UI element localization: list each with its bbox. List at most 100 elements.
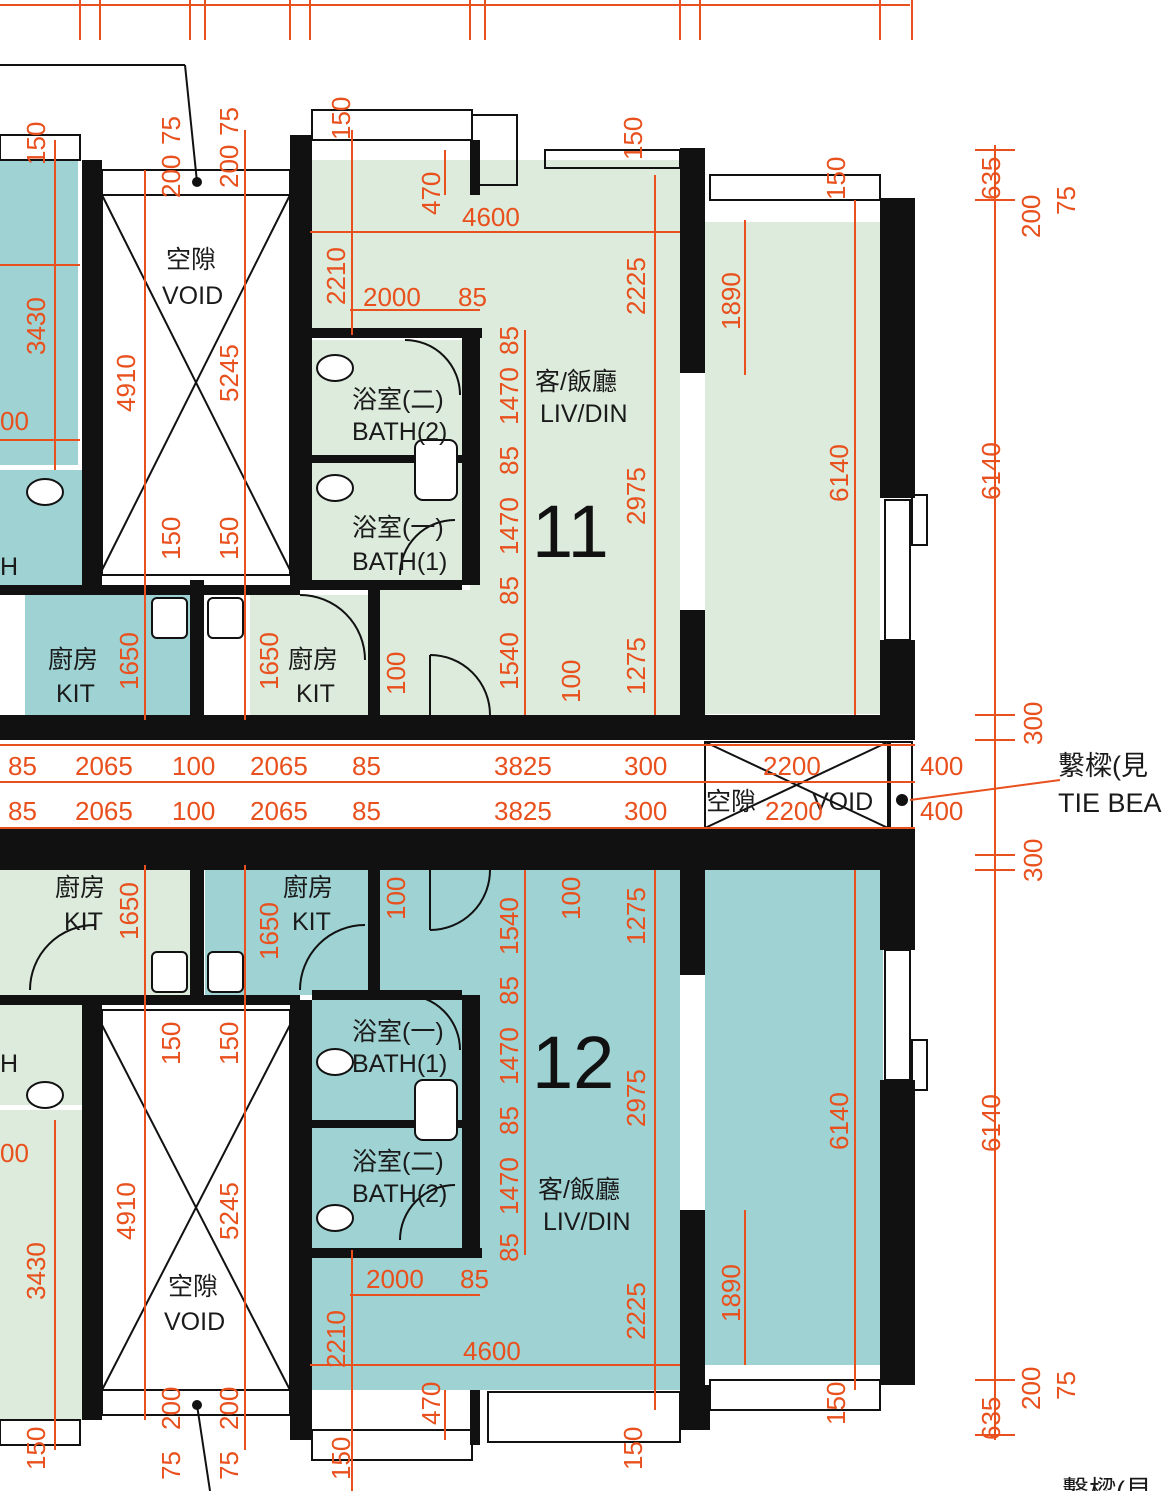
dim-300-right-a: 300 (1018, 702, 1048, 745)
void-label-mid: 空隙 (706, 788, 756, 816)
unit-number-11: 11 (532, 490, 609, 573)
dim-400-a: 400 (920, 751, 963, 781)
dim-200-d: 200 (214, 1387, 244, 1430)
dim-85-b: 85 (352, 751, 381, 781)
dim-150: 150 (214, 517, 244, 560)
room-label-kit-12: 廚房 (283, 874, 333, 902)
dim-75-d: 75 (214, 1451, 244, 1480)
dim-1650-b: 1650 (114, 882, 144, 940)
bath-fixtures (26, 354, 458, 1232)
dim-100: 100 (556, 660, 586, 703)
dim-85-c: 85 (8, 796, 37, 826)
tie-beam-marker-dot (896, 794, 908, 806)
void-label-top-en: VOID (162, 282, 223, 310)
dim-100: 100 (381, 652, 411, 695)
dim-150-e: 150 (618, 1427, 648, 1470)
room-label-partial: H (0, 553, 18, 581)
dim-2210-b: 2210 (321, 1310, 351, 1368)
room-label-bath1-en-11: BATH(1) (352, 548, 447, 576)
room-label-liv-en-11: LIV/DIN (540, 400, 628, 428)
dim-1470: 1470 (494, 367, 524, 425)
dim-75-c: 75 (156, 1451, 186, 1480)
dim-5245: 5245 (214, 344, 244, 402)
void-label-top: 空隙 (166, 246, 216, 274)
dim-2200-b: 2200 (765, 796, 823, 826)
dim-2975-b: 2975 (621, 1069, 651, 1127)
dim-300-a: 300 (624, 751, 667, 781)
room-label-bath2-en-12: BATH(2) (352, 1180, 447, 1208)
dim-100-b: 100 (172, 796, 215, 826)
dim-100-a: 100 (172, 751, 215, 781)
dim-300-b: 300 (624, 796, 667, 826)
dim-85-g: 85 (494, 1233, 524, 1262)
leader-line (184, 64, 198, 183)
room-label-kit-left-2: 廚房 (55, 874, 105, 902)
dim-6140-b: 6140 (824, 1092, 854, 1150)
room-label-kit-left: 廚房 (48, 646, 98, 674)
void-cross-lines (101, 194, 889, 1391)
dim-1470-c: 1470 (494, 1157, 524, 1215)
room-label-partial-2: H (0, 1050, 18, 1078)
room-label-kit-en-left: KIT (56, 680, 95, 708)
dim-3825-b: 3825 (494, 796, 552, 826)
room-label-bath2-en-11: BATH(2) (352, 418, 447, 446)
tie-beam-label: 繫樑(見 (1058, 751, 1148, 781)
dim-4600-top: 4600 (462, 202, 520, 232)
dim-150: 150 (821, 157, 851, 200)
dim-150: 150 (618, 117, 648, 160)
dim-85-top: 85 (458, 282, 487, 312)
dim-75: 75 (156, 116, 186, 145)
dim-00-bottom: 00 (0, 1138, 29, 1168)
dim-85-bottom: 85 (460, 1264, 489, 1294)
dim-400-b: 400 (920, 796, 963, 826)
unit-number-12: 12 (532, 1021, 614, 1104)
walls (0, 135, 915, 1445)
dim-2000-top: 2000 (363, 282, 421, 312)
dim-2065-d: 2065 (250, 796, 308, 826)
room-label-liv-12: 客/飯廳 (538, 1176, 620, 1204)
room-label-liv-en-12: LIV/DIN (543, 1208, 631, 1236)
dim-4910-b: 4910 (111, 1182, 141, 1240)
dim-2200-a: 2200 (763, 751, 821, 781)
dim-2975: 2975 (621, 467, 651, 525)
dim-470-b: 470 (416, 1382, 446, 1425)
dim-4600-bottom: 4600 (463, 1336, 521, 1366)
dim-1275-b: 1275 (621, 887, 651, 945)
dim-150: 150 (156, 517, 186, 560)
dim-200-c: 200 (156, 1387, 186, 1430)
dim-2065-a: 2065 (75, 751, 133, 781)
dim-1540: 1540 (494, 632, 524, 690)
dim-85: 85 (494, 326, 524, 355)
dim-5245-b: 5245 (214, 1182, 244, 1240)
dim-150-b: 150 (156, 1022, 186, 1065)
dim-3825-a: 3825 (494, 751, 552, 781)
dim-470: 470 (416, 172, 446, 215)
leader-line (196, 1404, 211, 1491)
room-label-bath2-12: 浴室(二) (352, 1148, 444, 1176)
dim-85-d: 85 (352, 796, 381, 826)
void-label-bottom: 空隙 (168, 1273, 218, 1301)
door-swings (29, 339, 491, 1241)
dim-85-e: 85 (494, 976, 524, 1005)
room-fills (0, 160, 883, 1420)
dim-6140-right-bottom: 6140 (976, 1094, 1006, 1152)
dim-2065-b: 2065 (250, 751, 308, 781)
dim-1650-c: 1650 (254, 902, 284, 960)
dim-100-c: 100 (556, 877, 586, 920)
dim-3430-b: 3430 (21, 1242, 51, 1300)
dim-00-top: 00 (0, 406, 29, 436)
room-label-bath1-en-12: BATH(1) (352, 1050, 447, 1078)
dim-1890: 1890 (716, 272, 746, 330)
dim-6140: 6140 (824, 444, 854, 502)
dim-200: 200 (156, 155, 186, 198)
dim-2000-bottom: 2000 (366, 1264, 424, 1294)
dim-200: 200 (214, 145, 244, 188)
dim-100-b: 100 (381, 877, 411, 920)
dimension-texts-vertical: 150 3430 200 75 200 75 4910 5245 150 150… (21, 97, 1081, 1480)
room-label-kit-en-11: KIT (296, 680, 335, 708)
dim-4910: 4910 (111, 354, 141, 412)
dim-1890-b: 1890 (716, 1264, 746, 1322)
dim-150: 150 (21, 122, 51, 165)
dim-75-right: 75 (1051, 186, 1081, 215)
